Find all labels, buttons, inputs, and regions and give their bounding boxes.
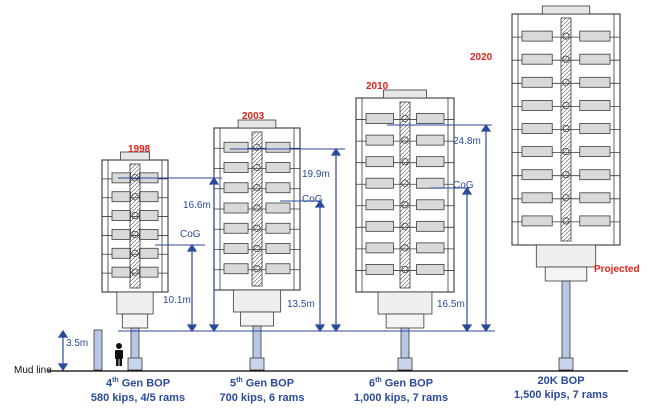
cog-height-label-6th-gen: 16.5m (437, 299, 465, 310)
caption-5th-gen-line1: 5th Gen BOP (229, 377, 295, 390)
height-arrow-5th-gen (330, 147, 342, 333)
wellhead-height-label: 3.5m (66, 338, 89, 349)
year-label-2010: 2010 (366, 81, 389, 92)
cog-arrow-4th-gen (186, 243, 198, 333)
projected-label: Projected (594, 264, 640, 275)
mud-line-label: Mud line (14, 365, 52, 376)
caption-6th-gen-line1: 6th Gen BOP (368, 377, 434, 390)
height-label-5th-gen: 19.9m (302, 169, 330, 180)
wellhead-height-arrow (57, 329, 69, 372)
bop-stack-5th-gen (213, 119, 301, 371)
caption-5th-gen-line2: 700 kips, 6 rams (219, 391, 305, 404)
caption-5th-gen: 5th Gen BOP 700 kips, 6 rams (212, 374, 312, 405)
cog-label-6th-gen: CoG (453, 180, 474, 191)
height-label-6th-gen: 24.8m (453, 136, 481, 147)
bop-stack-6th-gen (355, 89, 455, 371)
bop-stack-4th-gen (101, 151, 169, 371)
height-arrow-4th-gen (208, 176, 220, 333)
cog-arrow-6th-gen (461, 186, 473, 333)
bop-stack-20k (511, 5, 621, 371)
caption-4th-gen: 4th Gen BOP 580 kips, 4/5 rams (88, 374, 188, 405)
caption-20k-line2: 1,500 kips, 7 rams (513, 389, 609, 401)
caption-20k-line1: 20K BOP (537, 375, 585, 387)
caption-4th-gen-line2: 580 kips, 4/5 rams (90, 391, 186, 404)
height-arrow-6th-gen (480, 123, 492, 333)
year-label-2020: 2020 (470, 52, 493, 63)
cog-height-label-4th-gen: 10.1m (163, 295, 191, 306)
caption-6th-gen-line2: 1,000 kips, 7 rams (353, 391, 449, 404)
year-label-1998: 1998 (128, 144, 151, 155)
height-label-4th-gen: 16.6m (183, 200, 211, 211)
caption-6th-gen: 6th Gen BOP 1,000 kips, 7 rams (346, 374, 456, 405)
cog-height-label-5th-gen: 13.5m (287, 299, 315, 310)
caption-20k-bop: 20K BOP 1,500 kips, 7 rams (506, 374, 616, 402)
caption-4th-gen-line1: 4th Gen BOP (105, 377, 171, 390)
cog-arrow-5th-gen (314, 199, 326, 333)
cog-label-4th-gen: CoG (180, 229, 201, 240)
wellhead-column (93, 329, 103, 371)
person-icon (115, 343, 123, 366)
cog-label-5th-gen: CoG (302, 194, 323, 205)
year-label-2003: 2003 (242, 111, 265, 122)
